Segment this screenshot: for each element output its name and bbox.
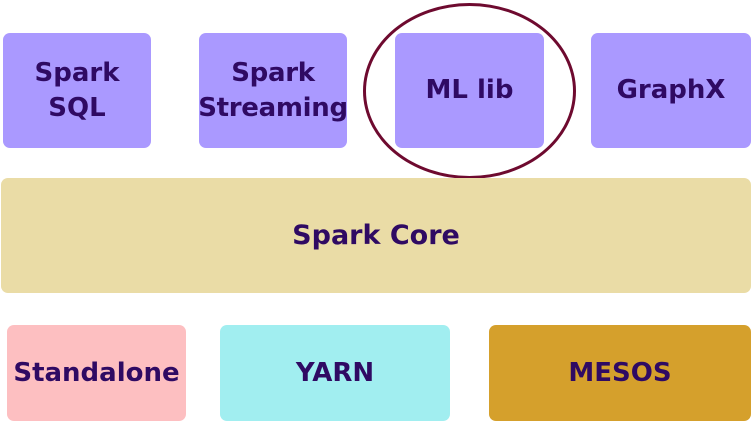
standalone-label: Standalone xyxy=(13,357,180,388)
mesos-box: MESOS xyxy=(489,325,751,421)
spark-sql-box: Spark SQL xyxy=(3,33,151,148)
yarn-box: YARN xyxy=(220,325,450,421)
graphx-box: GraphX xyxy=(591,33,751,148)
spark-streaming-label: Spark Streaming xyxy=(198,57,348,123)
ml-lib-box: ML lib xyxy=(395,33,544,148)
spark-streaming-box: Spark Streaming xyxy=(198,33,348,148)
yarn-label: YARN xyxy=(295,357,375,388)
ml-lib-label: ML lib xyxy=(425,75,514,105)
spark-core-label: Spark Core xyxy=(292,220,460,251)
spark-core-box: Spark Core xyxy=(1,178,751,293)
spark-sql-label: Spark SQL xyxy=(34,57,120,123)
mesos-label: MESOS xyxy=(568,357,672,388)
graphx-label: GraphX xyxy=(616,75,726,105)
standalone-box: Standalone xyxy=(7,325,186,421)
